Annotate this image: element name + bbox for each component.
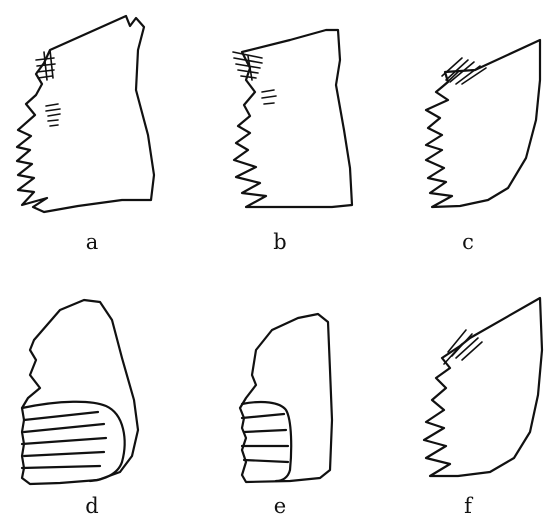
panel-c-label: c bbox=[462, 230, 474, 254]
panel-d-outline bbox=[22, 300, 138, 484]
panel-f: f bbox=[424, 298, 542, 518]
panel-e-teeth bbox=[242, 402, 291, 481]
panel-e-label: e bbox=[274, 494, 286, 518]
panel-a: a bbox=[17, 16, 154, 254]
panel-b-setae bbox=[233, 52, 276, 104]
panel-c: c bbox=[426, 40, 540, 254]
panel-b: b bbox=[233, 30, 352, 254]
panel-f-label: f bbox=[464, 494, 474, 518]
panel-e: e bbox=[240, 314, 332, 518]
panel-e-outline bbox=[240, 314, 332, 482]
panel-f-outline bbox=[424, 298, 542, 476]
panel-a-label: a bbox=[86, 230, 99, 254]
panel-d: d bbox=[22, 300, 138, 518]
panel-a-outline bbox=[17, 16, 154, 212]
panel-c-outline bbox=[426, 40, 540, 207]
panel-d-teeth bbox=[22, 402, 125, 481]
panel-b-label: b bbox=[273, 230, 286, 254]
panel-d-label: d bbox=[85, 494, 98, 518]
